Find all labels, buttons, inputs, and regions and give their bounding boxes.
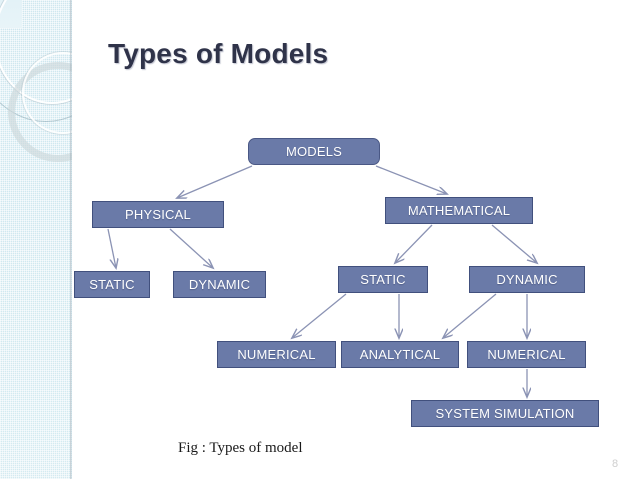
edge-models-physical — [177, 165, 253, 198]
node-models[interactable]: MODELS — [248, 138, 380, 165]
node-numerical-left[interactable]: NUMERICAL — [217, 341, 336, 368]
node-system-simulation[interactable]: SYSTEM SIMULATION — [411, 400, 599, 427]
node-analytical-label: ANALYTICAL — [359, 347, 441, 362]
node-physical[interactable]: PHYSICAL — [92, 201, 224, 228]
edge-mathematical-static — [395, 224, 433, 263]
node-mathematical-dynamic-label: DYNAMIC — [496, 272, 558, 287]
page-title: Types of Models — [108, 38, 329, 69]
edge-mathstatic-numerical1 — [292, 293, 347, 338]
node-models-label: MODELS — [285, 144, 343, 159]
node-mathematical-static-label: STATIC — [360, 272, 406, 287]
node-physical-static-label: STATIC — [89, 277, 135, 292]
node-numerical-right-label: NUMERICAL — [487, 347, 566, 362]
edge-models-mathematical — [375, 165, 447, 194]
node-physical-label: PHYSICAL — [125, 207, 191, 222]
edge-mathematical-dynamic — [491, 224, 537, 263]
node-mathematical-static[interactable]: STATIC — [338, 266, 428, 293]
edge-physical-static — [107, 228, 116, 268]
node-mathematical-dynamic[interactable]: DYNAMIC — [469, 266, 585, 293]
node-numerical-right[interactable]: NUMERICAL — [467, 341, 586, 368]
decorative-sidebar — [0, 0, 72, 479]
edge-physical-dynamic — [169, 228, 213, 268]
edge-mathdynamic-analytical — [443, 293, 497, 338]
node-physical-dynamic[interactable]: DYNAMIC — [173, 271, 266, 298]
node-numerical-left-label: NUMERICAL — [237, 347, 316, 362]
node-analytical[interactable]: ANALYTICAL — [341, 341, 459, 368]
node-physical-dynamic-label: DYNAMIC — [188, 277, 251, 292]
node-mathematical-label: MATHEMATICAL — [407, 203, 511, 218]
node-system-simulation-label: SYSTEM SIMULATION — [435, 406, 575, 421]
node-mathematical[interactable]: MATHEMATICAL — [385, 197, 533, 224]
page-number: 8 — [612, 458, 619, 470]
node-physical-static[interactable]: STATIC — [74, 271, 150, 298]
sidebar-edge-line — [70, 0, 72, 479]
figure-caption: Fig : Types of model — [178, 440, 303, 456]
